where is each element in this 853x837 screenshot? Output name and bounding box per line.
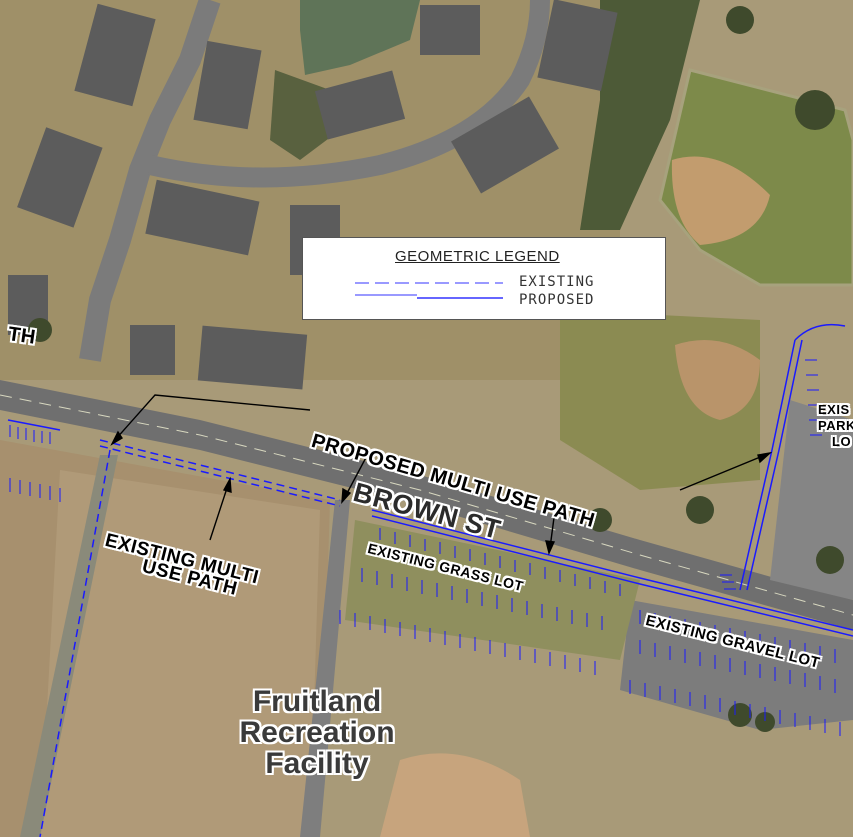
facility-label: Fruitland Recreation Facility [212, 686, 422, 779]
parking-label-line3: LO [832, 434, 852, 449]
facility-label-line1: Fruitland [252, 685, 382, 718]
path-label-fragment: TH [6, 323, 38, 349]
parking-label-line2: PARK [818, 418, 853, 433]
geometric-legend: GEOMETRIC LEGEND EXISTING PROPOSED [302, 237, 666, 320]
facility-label-line3: Facility [265, 747, 369, 780]
parking-label-line1: EXIS [818, 402, 850, 417]
legend-existing-label: EXISTING [519, 274, 595, 290]
facility-label-line2: Recreation [239, 716, 395, 749]
legend-proposed-label: PROPOSED [519, 292, 595, 308]
legend-title: GEOMETRIC LEGEND [395, 248, 560, 265]
legend-line-samples [355, 282, 503, 299]
